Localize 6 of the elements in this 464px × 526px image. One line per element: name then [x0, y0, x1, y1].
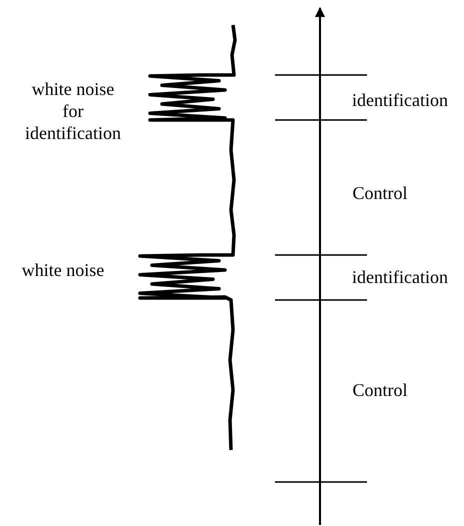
signal-label: white noise for identification	[24, 78, 122, 144]
signal-label: white noise	[20, 259, 106, 281]
phase-label: identification	[351, 89, 449, 111]
phase-label: Control	[351, 379, 408, 401]
phase-label: identification	[351, 266, 449, 288]
phase-label: Control	[351, 182, 408, 204]
